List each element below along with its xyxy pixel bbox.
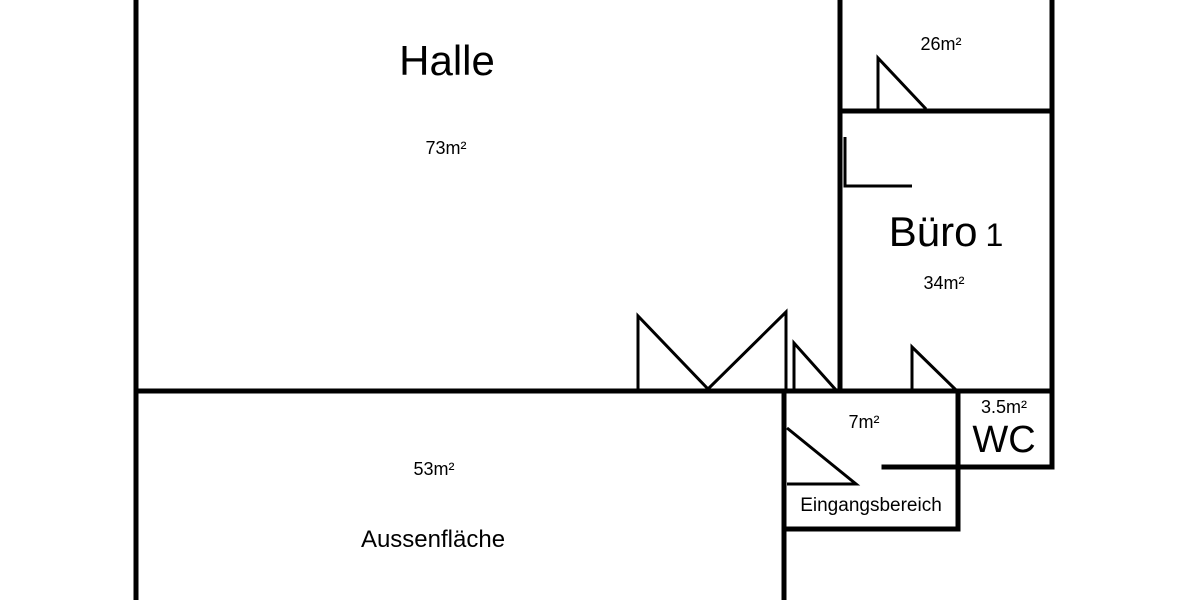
walls bbox=[133, 0, 1055, 600]
room-area-buero: 34m² bbox=[923, 273, 964, 293]
door-symbol bbox=[706, 308, 788, 391]
room-name-eingang: Eingangsbereich bbox=[800, 495, 942, 516]
room-name-aussen: Aussenfläche bbox=[361, 526, 505, 553]
door-symbol bbox=[786, 426, 861, 486]
room-area-wc: 3.5m² bbox=[981, 397, 1027, 417]
room-name-buero-main: Büro bbox=[889, 208, 978, 255]
door-symbol bbox=[910, 343, 958, 392]
door-symbol bbox=[843, 137, 912, 188]
door-symbol bbox=[876, 54, 928, 111]
room-area-eingang: 7m² bbox=[849, 412, 880, 432]
room-area-halle: 73m² bbox=[425, 138, 466, 158]
door-symbol bbox=[636, 312, 710, 391]
room-area-top-right: 26m² bbox=[920, 34, 961, 54]
room-name-wc: WC bbox=[972, 419, 1035, 461]
room-name-buero-number: 1 bbox=[985, 217, 1003, 253]
room-name-halle: Halle bbox=[399, 37, 495, 84]
room-area-aussen: 53m² bbox=[413, 459, 454, 479]
door-symbol bbox=[792, 339, 838, 391]
doors bbox=[636, 54, 958, 486]
